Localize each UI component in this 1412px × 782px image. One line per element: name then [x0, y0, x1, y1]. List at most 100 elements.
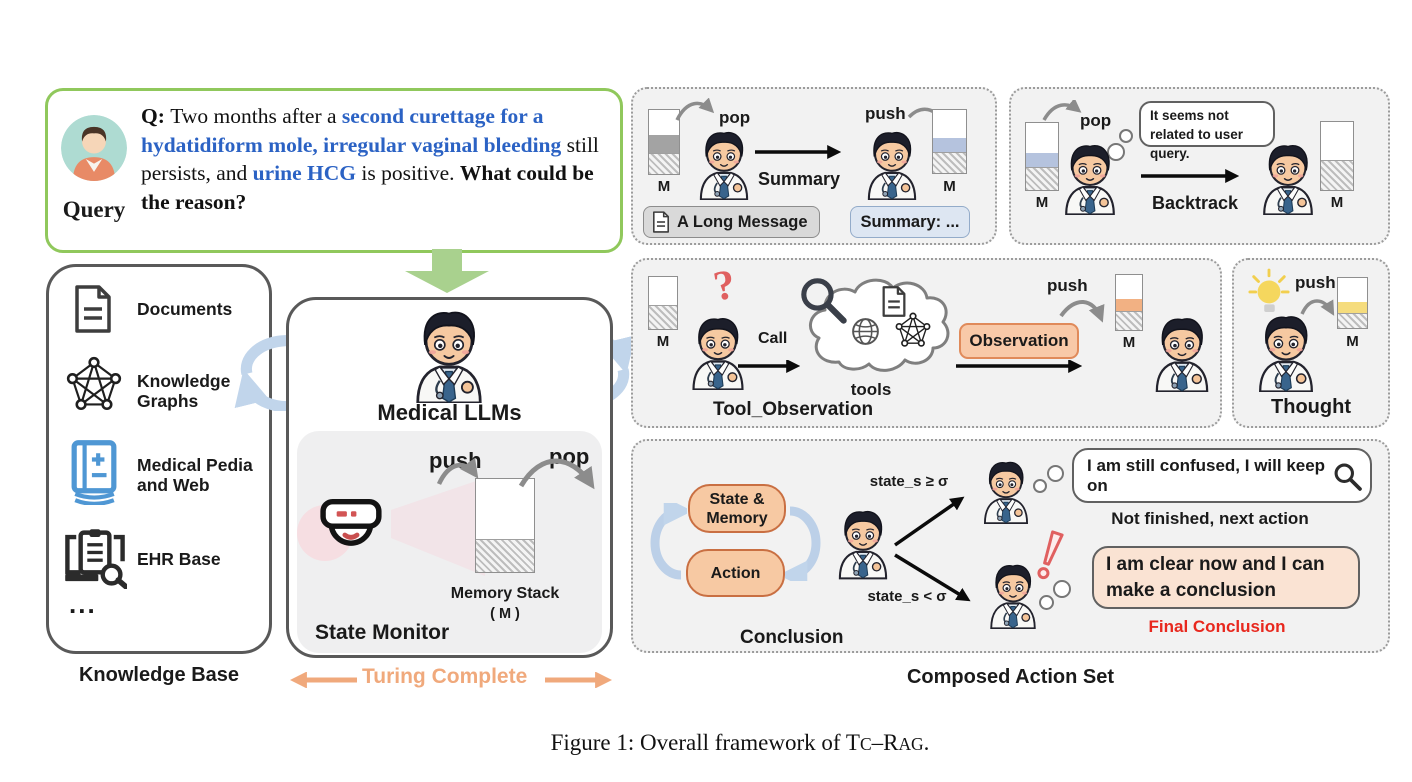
thought-push-label: push: [1295, 273, 1336, 292]
backtrack-panel: M pop It seems not related to user query…: [1009, 87, 1390, 245]
summary-m-right: M: [943, 178, 956, 195]
summary-stack-before: [648, 109, 680, 175]
backtrack-m-left: M: [1035, 194, 1049, 211]
monitor-beam: [391, 478, 485, 576]
state-monitor-headset-icon: [319, 486, 387, 550]
thought-push-arrow: [1300, 299, 1335, 316]
tool-stack-before: [648, 276, 678, 330]
backtrack-pop-arrow: [1042, 100, 1082, 121]
lightbulb-icon: [1248, 268, 1290, 314]
summary-arrow: [755, 145, 842, 159]
continue-caption: Not finished, next action: [1111, 509, 1309, 528]
doctor-avatar: [682, 314, 754, 390]
tool-push-label: push: [1047, 276, 1088, 295]
user-avatar-icon: [61, 115, 127, 181]
figure-caption: Figure 1: Overall framework of TC–RAG.: [550, 730, 930, 755]
kb-more-ellipsis: ...: [69, 589, 97, 619]
cond-continue: state_s ≥ σ: [869, 473, 949, 490]
doctor-avatar: [975, 458, 1037, 524]
action-node: Action: [686, 549, 785, 597]
backtrack-stack-before: [1025, 122, 1059, 191]
magnifier-icon: [1332, 461, 1362, 491]
tool-stack-after: [1115, 274, 1143, 331]
summary-note: Summary: ...: [850, 206, 970, 238]
doctor-avatar: [1253, 141, 1323, 215]
doctor-avatar: [1055, 141, 1125, 215]
summary-panel: M pop Summary push M A Long Message Summ…: [631, 87, 997, 245]
pop-arrow: [518, 458, 595, 490]
magnifier-icon: [797, 274, 847, 324]
summary-m-left: M: [657, 178, 671, 195]
knowledge-base-panel: Documents Knowledge Graphs Medical Pedia…: [46, 264, 272, 654]
memory-stack: [475, 478, 535, 573]
query-text: Q: Two months after a second curettage f…: [141, 104, 599, 214]
kb-item-knowledge-graphs: Knowledge Graphs: [137, 371, 231, 411]
summary-stack-after: [932, 109, 967, 174]
cycle-right-arc: [785, 506, 821, 581]
document-icon: [652, 211, 670, 233]
thought-stack: [1337, 277, 1368, 329]
medical-llms-label: Medical LLMs: [377, 400, 522, 425]
memory-stack-sub: ( M ): [490, 606, 520, 622]
question-mark-icon: ?: [710, 261, 739, 311]
thought-panel: push M Thought: [1232, 258, 1390, 428]
cond-finish: state_s < σ: [867, 588, 947, 605]
thought-dot: [1053, 580, 1071, 598]
avatar: [61, 115, 127, 181]
kb-item-medical-pedia: Medical Pedia and Web: [137, 455, 253, 495]
tool-observation-title: Tool_Observation: [713, 399, 874, 420]
branch-arrows: [893, 496, 971, 602]
observation-text: Observation: [969, 331, 1069, 350]
state-monitor-panel: Medical LLMs push pop Memory Stack ( M )…: [286, 297, 613, 658]
memory-stack-label: Memory Stack: [450, 585, 560, 602]
tool-m-right: M: [1122, 334, 1136, 351]
turing-complete-label: Turing Complete: [362, 665, 528, 688]
backtrack-stack-after: [1320, 121, 1354, 191]
thought-dot: [1119, 129, 1133, 143]
state-monitor-inner-box: push pop Memory Stack ( M ) State Monito…: [297, 431, 602, 653]
backtrack-arrow-label: Backtrack: [1152, 193, 1239, 213]
summary-push-label: push: [865, 104, 906, 123]
push-arrow: [436, 458, 479, 486]
turing-right-arrow: [545, 672, 613, 688]
thought-title: Thought: [1271, 396, 1351, 418]
thought-m: M: [1346, 333, 1359, 350]
doctor-avatar: [1145, 314, 1219, 392]
doctor-avatar: [1248, 312, 1324, 392]
action-text: Action: [710, 564, 761, 582]
call-arrow: [738, 360, 801, 373]
continue-bubble: I am still confused, I will keep on: [1072, 448, 1372, 503]
state-memory-text: State & Memory: [706, 490, 768, 527]
knowledge-graph-icon: [66, 353, 122, 415]
exclamation-icon: [1037, 530, 1064, 580]
document-icon: [71, 285, 115, 333]
thought-dot: [1107, 143, 1125, 161]
long-message-text: A Long Message: [677, 212, 808, 231]
summary-arrow-label: Summary: [758, 169, 841, 189]
thought-dot: [1039, 595, 1054, 610]
summary-note-text: Summary: ...: [860, 212, 960, 231]
observation-box: Observation: [959, 323, 1079, 359]
conclusion-panel: State & Memory Action state_s ≥ σ state_…: [631, 439, 1390, 653]
finish-bubble: I am clear now and I can make a conclusi…: [1092, 546, 1360, 609]
thought-dot: [1033, 479, 1047, 493]
long-message-note: A Long Message: [643, 206, 820, 238]
backtrack-arrow: [1141, 169, 1240, 183]
ehr-monitor-icon: [63, 527, 127, 589]
finish-bubble-text: I am clear now and I can make a conclusi…: [1106, 553, 1325, 601]
doctor-avatar: [403, 307, 495, 403]
query-to-monitor-arrow: [405, 249, 489, 293]
state-monitor-title: State Monitor: [315, 621, 450, 644]
doctor-avatar: [690, 128, 758, 200]
turing-left-arrow: [289, 672, 357, 688]
backtrack-pop-label: pop: [1080, 111, 1112, 130]
query-box: Query Q: Two months after a second curet…: [45, 88, 623, 253]
finish-caption: Final Conclusion: [1148, 617, 1286, 636]
call-label: Call: [758, 330, 788, 347]
cycle-left-arc: [650, 503, 687, 580]
tools-label: tools: [850, 380, 892, 399]
knowledge-base-title: Knowledge Base: [78, 664, 240, 686]
conclusion-title: Conclusion: [740, 627, 844, 648]
tool-push-arrow: [1059, 300, 1105, 323]
